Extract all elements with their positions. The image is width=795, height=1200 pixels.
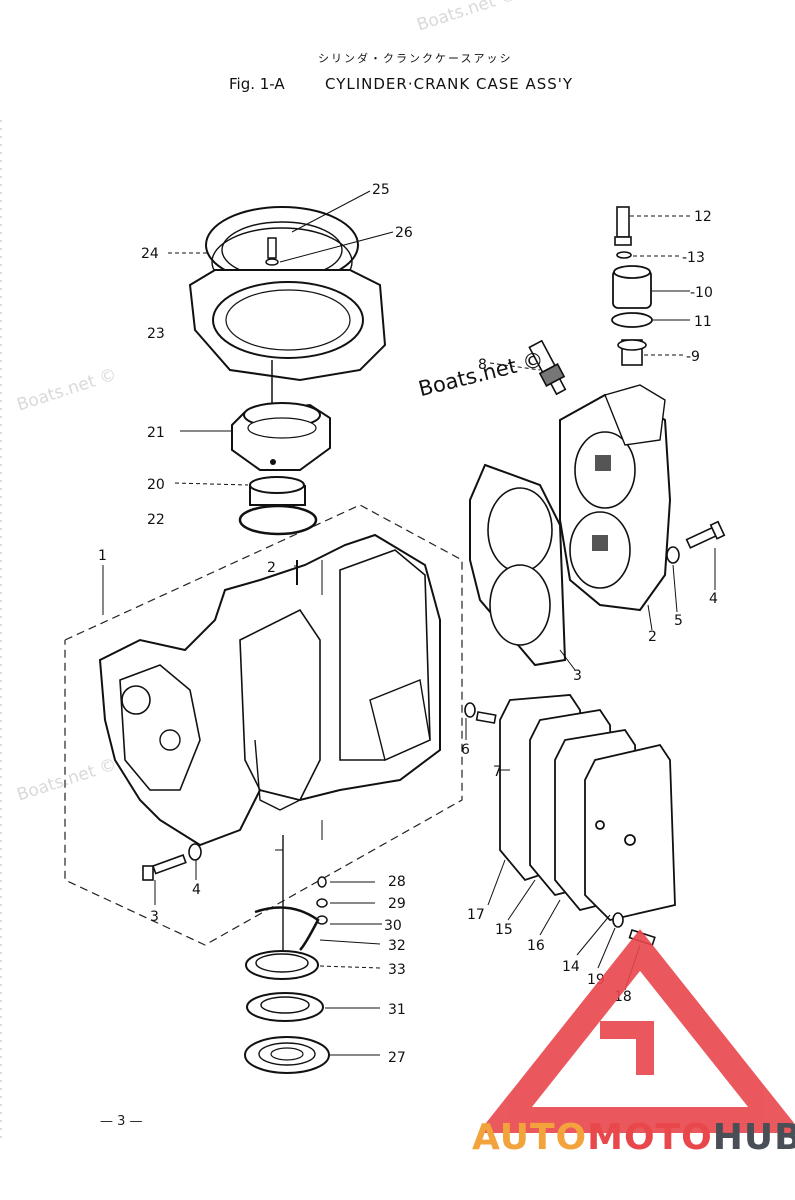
callout-9: -9 (686, 349, 700, 365)
bolt-part4-right (685, 520, 726, 549)
callout-12: 12 (694, 209, 712, 225)
screw-part26 (265, 237, 279, 266)
callout-26: 26 (395, 225, 413, 241)
callout-24: 24 (141, 246, 159, 262)
brand-part-hub: HUB (712, 1117, 795, 1158)
top-ring-part24 (205, 206, 359, 297)
mount-plate-part23 (188, 269, 387, 382)
callout-labels: 25 26 24 23 21 20 22 1 2 12 -13 -10 11 -… (98, 182, 718, 1066)
bolt-part6 (464, 702, 497, 724)
figure-number: Fig. 1-A (229, 75, 285, 93)
oil-seal-part27 (244, 1036, 330, 1074)
callout-5: 5 (674, 613, 683, 629)
callout-3-left: 3 (150, 909, 159, 925)
callout-23: 23 (147, 326, 165, 342)
callout-1: 1 (98, 548, 107, 564)
automotohub-logo-icon (478, 929, 795, 1133)
washer-part13 (616, 251, 632, 259)
bearing-housing-part21 (231, 402, 331, 471)
callout-29: 29 (388, 896, 406, 912)
callout-20: 20 (147, 477, 165, 493)
bolt-part3-left (142, 854, 187, 881)
callout-13: -13 (682, 250, 705, 266)
callout-6: 6 (461, 742, 470, 758)
callout-4-right: 4 (709, 591, 718, 607)
callout-33: 33 (388, 962, 406, 978)
cylinder-head-part2 (559, 384, 672, 612)
cover-part10 (612, 265, 652, 309)
callout-27: 27 (388, 1050, 406, 1066)
automotohub-wordmark: AUTOMOTOHUB (472, 1117, 795, 1158)
callout-32: 32 (388, 938, 406, 954)
circlip-part32 (254, 906, 320, 951)
leader-lines (102, 190, 716, 1056)
crankcase-part1 (98, 533, 441, 847)
washer-part5 (666, 546, 680, 564)
callout-3-gasket: 3 (573, 668, 582, 684)
callout-2-upper: 2 (267, 560, 276, 576)
spark-plug-part8 (528, 339, 567, 396)
callout-28: 28 (388, 874, 406, 890)
diagram-title: CYLINDER·CRANK CASE ASS'Y (325, 75, 574, 93)
callout-14: 14 (562, 959, 580, 975)
callout-17: 17 (467, 907, 485, 923)
gasket-part3 (469, 463, 567, 667)
callout-10: -10 (690, 285, 713, 301)
ring-part33 (245, 950, 319, 980)
page-number: — 3 — (100, 1114, 143, 1129)
ring-part31 (246, 992, 324, 1022)
brand-part-moto: MOTO (587, 1117, 713, 1158)
callout-4-left: 4 (192, 882, 201, 898)
callout-25: 25 (372, 182, 390, 198)
callout-7: 7 (493, 764, 502, 780)
assembly-outline (64, 504, 463, 946)
callout-22: 22 (147, 512, 165, 528)
brand-part-auto: AUTO (472, 1117, 588, 1158)
seal-part20 (249, 476, 306, 506)
callout-21: 21 (147, 425, 165, 441)
oring-part22 (238, 504, 318, 536)
callout-31: 31 (388, 1002, 406, 1018)
callout-15: 15 (495, 922, 513, 938)
cover-part14 (584, 743, 676, 921)
dot-marker (270, 459, 276, 465)
thermostat-part9 (617, 339, 647, 366)
thermostat-bolt-part12 (614, 206, 632, 246)
callout-16: 16 (527, 938, 545, 954)
exhaust-plates (499, 694, 676, 921)
washer-part4-left (188, 843, 202, 861)
callout-8: 8 (478, 357, 487, 373)
small-parts-28-32 (316, 876, 328, 925)
gasket-part11 (611, 312, 653, 328)
japanese-title: シリンダ・クランクケースアッシ (318, 52, 513, 65)
callout-30: 30 (384, 918, 402, 934)
callout-2-head: 2 (648, 629, 657, 645)
callout-11: 11 (694, 314, 712, 330)
